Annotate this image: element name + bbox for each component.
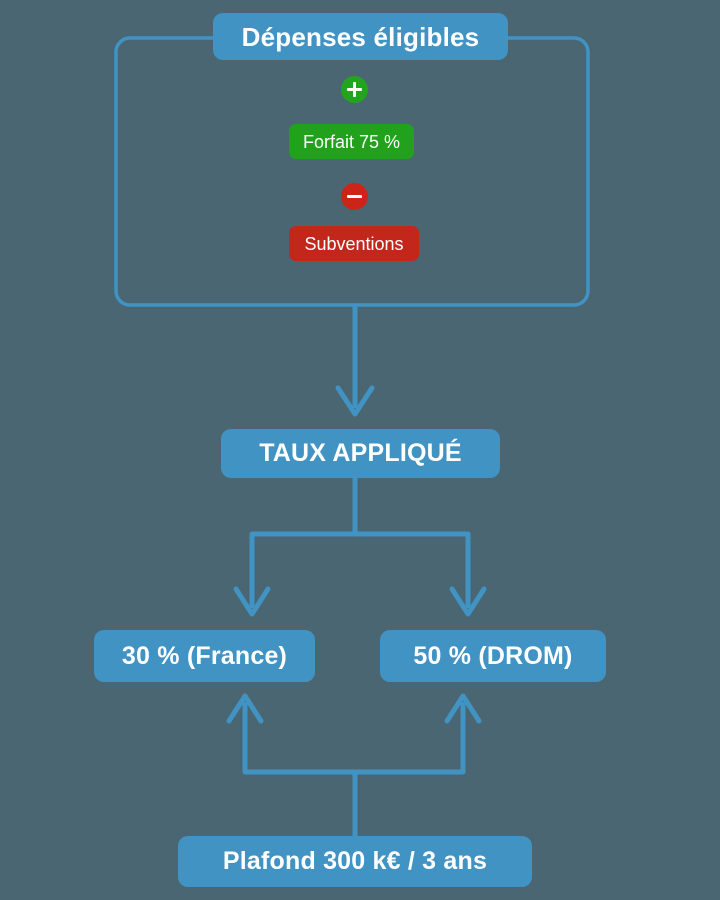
node-plafond[interactable]: Plafond 300 k€ / 3 ans (178, 836, 532, 887)
node-eligible-expenses-title[interactable]: Dépenses éligibles (213, 13, 508, 60)
connector-cap-to-rates (226, 693, 482, 836)
plus-badge (341, 76, 368, 103)
node-subventions[interactable]: Subventions (289, 226, 419, 261)
node-forfait-75[interactable]: Forfait 75 % (289, 124, 414, 159)
connector-group-to-applied-rate (335, 305, 375, 417)
node-rate-france[interactable]: 30 % (France) (94, 630, 315, 682)
node-rate-drom[interactable]: 50 % (DROM) (380, 630, 606, 682)
minus-badge (341, 183, 368, 210)
node-taux-applique[interactable]: TAUX APPLIQUÉ (221, 429, 500, 478)
connector-applied-rate-to-rates (233, 478, 487, 617)
plus-icon-vertical-bar (353, 82, 356, 97)
minus-icon-bar (347, 195, 362, 198)
